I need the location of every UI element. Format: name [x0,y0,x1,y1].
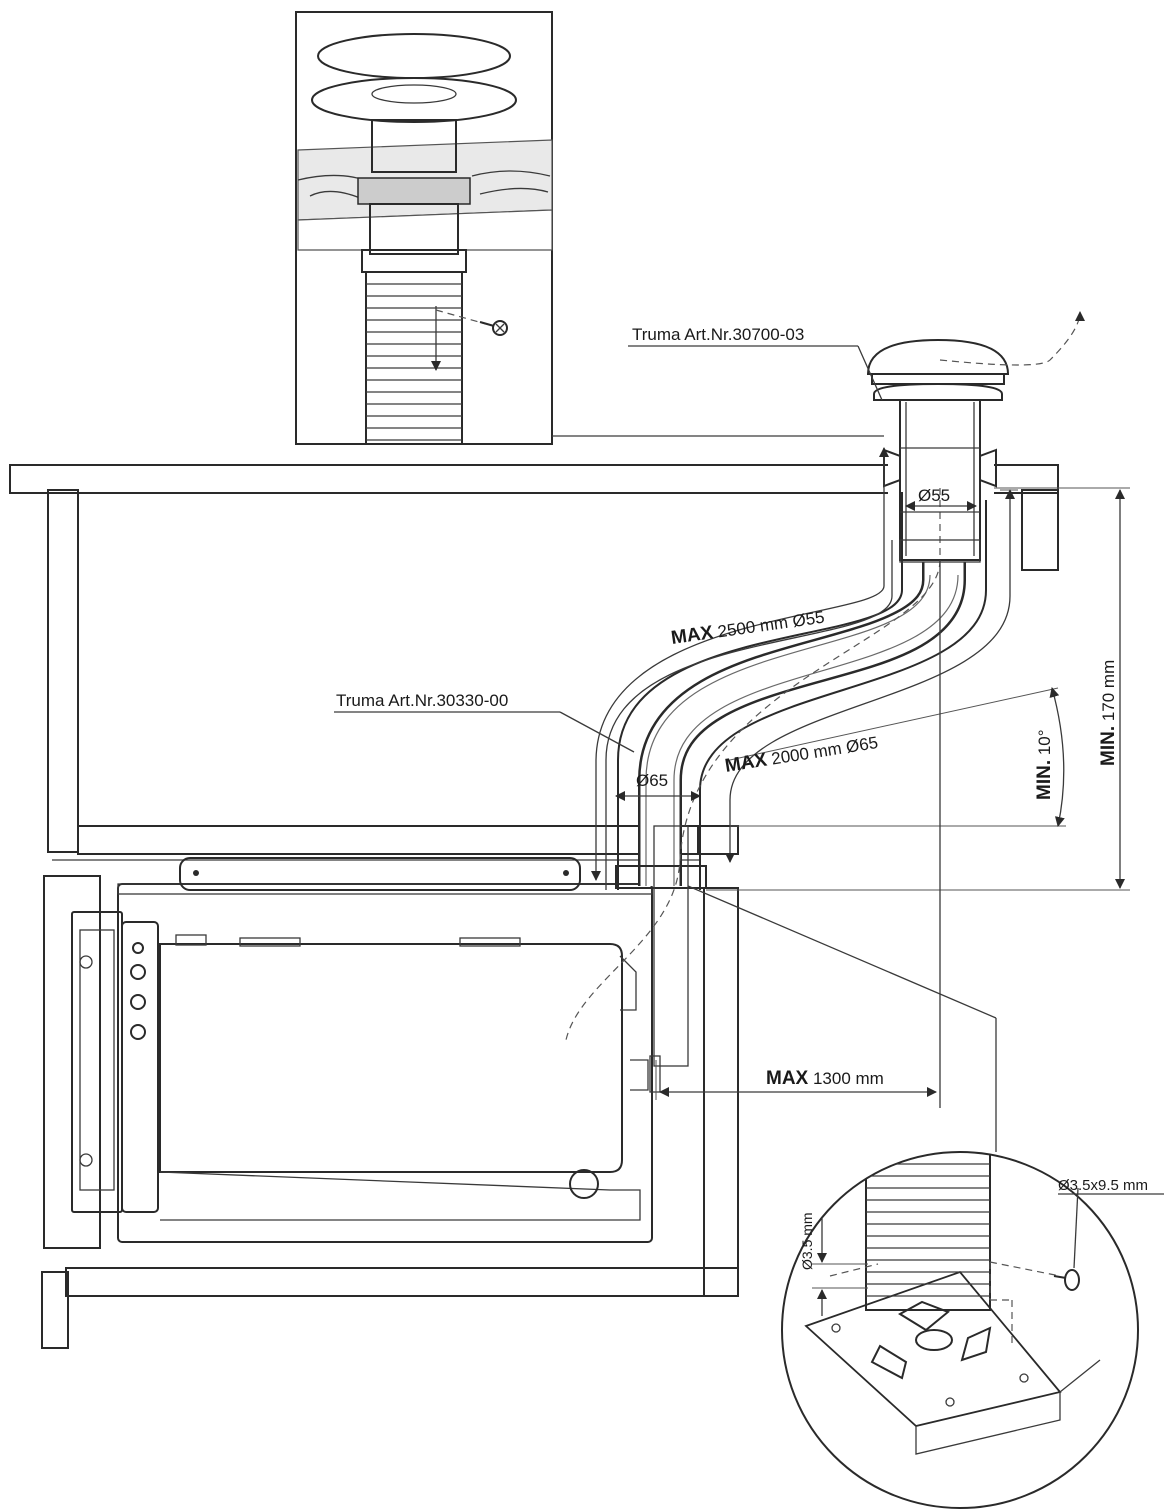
floor-slab [9,464,1059,494]
left-wall [47,489,79,853]
door-panel [43,875,101,1249]
duct-part-label: Truma Art.Nr.30330-00 [336,691,508,710]
right-wall-stub [1021,489,1059,571]
diameter-55-label: Ø55 [918,486,950,505]
bay-floor [65,1267,739,1297]
compartment-floor-right [697,825,739,855]
detail-inset-top [295,11,884,445]
cowl-part-label: Truma Art.Nr.30700-03 [632,325,804,344]
inspection-cover [179,857,581,891]
control-knob [130,964,146,980]
compartment-floor [77,825,699,855]
min-10-label: MIN. 10° [1034,729,1055,800]
svg-text:MAX 2000 mm Ø65: MAX 2000 mm Ø65 [723,732,879,777]
bay-left-support [41,1271,69,1349]
roof-cowl [866,311,1085,563]
diameter-65-label: Ø65 [636,771,668,790]
screw-icon [1053,1269,1080,1291]
svg-text:MIN. 10°: MIN. 10° [1034,729,1055,800]
control-knob [130,1024,146,1040]
svg-text:MIN. 170 mm: MIN. 170 mm [1098,660,1119,766]
screw-size-label: Ø3.5x9.5 mm [1058,1177,1148,1194]
max-1300-label: MAX 1300 mm [766,1068,884,1089]
flow-arrow-icon [939,311,1085,366]
heater-unit [71,857,653,1243]
indicator-lamp [132,942,144,954]
control-knob [130,994,146,1010]
exhaust-duct [565,488,987,1093]
detail-inset-bottom [687,885,1164,1509]
min-170-label: MIN. 170 mm [1098,660,1119,766]
max-2000-label: MAX 2000 mm Ø65 [723,732,879,777]
svg-text:Ø3.5 mm: Ø3.5 mm [799,1212,815,1270]
roller [569,1169,599,1199]
drill-size-label: Ø3.5 mm [799,1212,815,1270]
dimension-lines [334,345,1130,1108]
screw-icon [479,320,508,336]
labels: Truma Art.Nr.30700-03 Truma Art.Nr.30330… [336,325,1148,1270]
corrugated-hose [365,271,463,445]
